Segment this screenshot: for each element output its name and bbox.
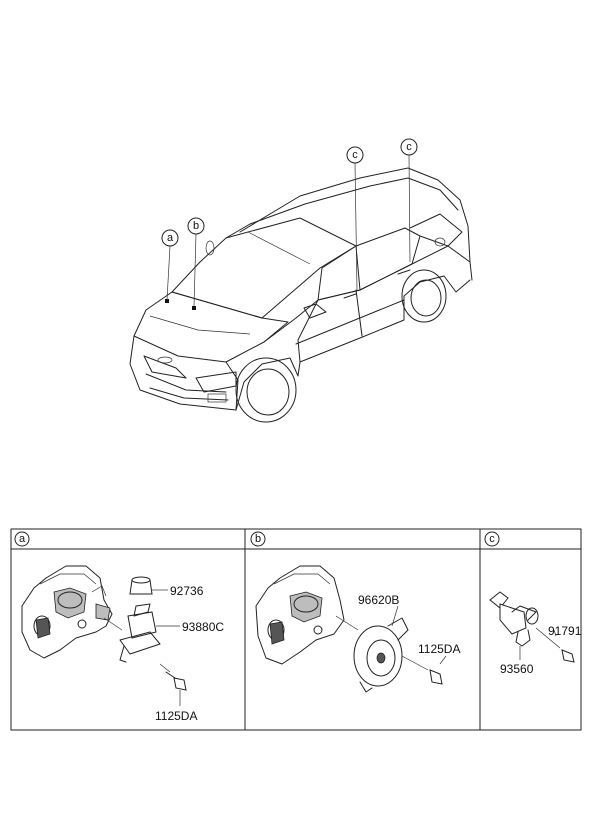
panel-a-drawing — [21, 565, 187, 706]
panel-b-letter: b — [255, 533, 261, 545]
panel-c-drawing — [489, 591, 575, 663]
panel-b-drawing — [255, 565, 447, 693]
panel-b-circle — [250, 531, 266, 547]
callout-label-a: a — [167, 232, 174, 244]
part-label-1125da-a: 1125DA — [155, 709, 197, 723]
part-label-93560: 93560 — [500, 662, 534, 676]
parts-table: a b c — [10, 528, 582, 731]
panel-a-circle — [14, 531, 30, 547]
car-illustration: a b c c — [129, 138, 473, 423]
table-frame — [10, 528, 582, 731]
part-label-93880c: 93880C — [182, 620, 224, 634]
panel-c-circle — [484, 531, 500, 547]
callout-circle-a — [161, 229, 179, 247]
callout-circle-c1 — [346, 146, 364, 164]
part-label-91791: 91791 — [548, 624, 582, 638]
callout-label-c1: c — [352, 149, 358, 161]
part-label-96620b: 96620B — [358, 593, 399, 607]
panel-c-letter: c — [489, 533, 495, 545]
callout-label-c2: c — [406, 141, 412, 153]
callout-circle-c2 — [400, 138, 418, 156]
part-label-1125da-b: 1125DA — [418, 642, 460, 656]
part-label-92736: 92736 — [170, 584, 204, 598]
callout-label-b: b — [193, 220, 199, 232]
callout-circle-b — [187, 217, 205, 235]
panel-a-letter: a — [19, 533, 26, 545]
